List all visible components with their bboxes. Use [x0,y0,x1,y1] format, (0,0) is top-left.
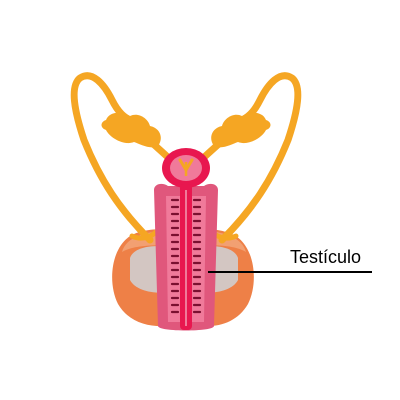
shaft-ticks-left [170,198,180,314]
vas-deferens-left-loop [70,72,154,244]
vas-deferens-right-loop [218,72,302,244]
seminal-vesicle-right [211,112,271,148]
epididymis-left [129,229,159,241]
seminal-vesicles [101,112,271,148]
shaft-ticks-right [192,198,202,314]
testicle-label: Testículo [290,247,362,267]
penis [154,148,218,331]
seminal-vesicle-left [101,112,161,148]
